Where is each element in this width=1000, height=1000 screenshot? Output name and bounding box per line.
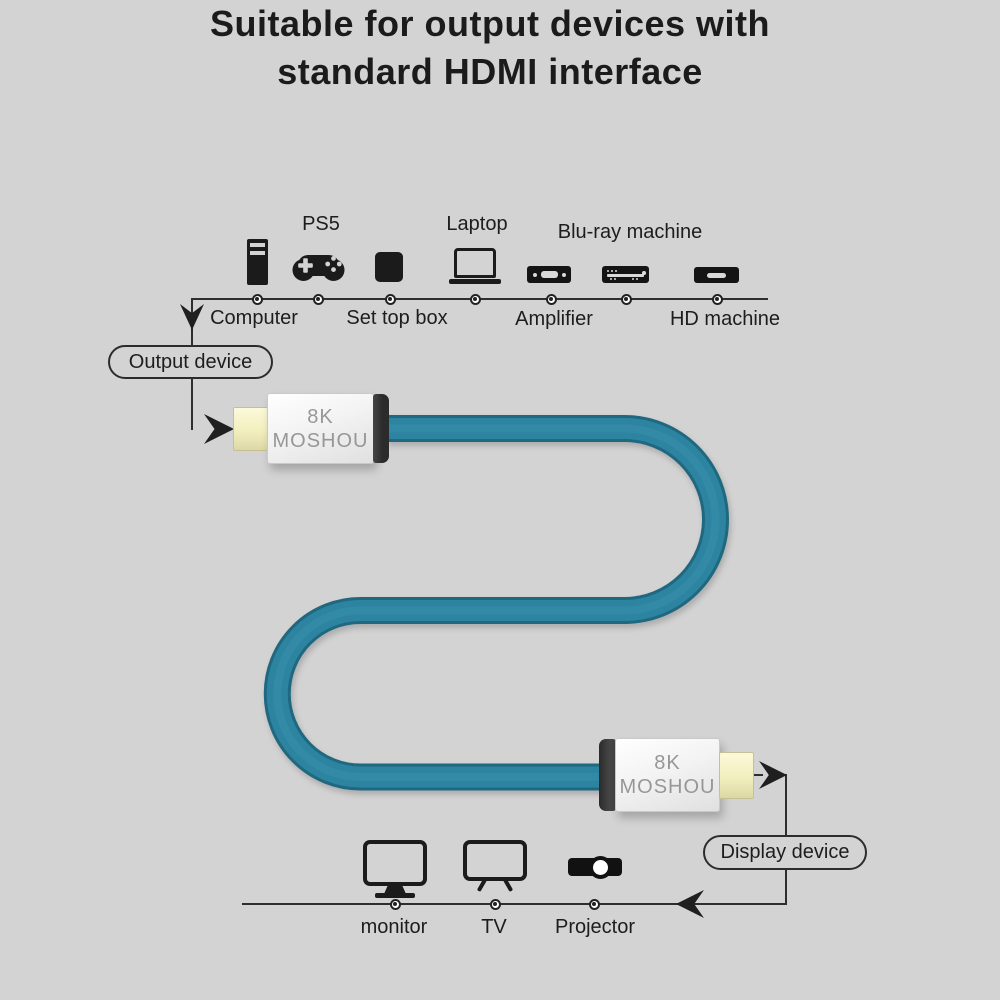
connector-brand-line1: 8K	[307, 405, 334, 428]
display-device-pill-label: Display device	[720, 841, 850, 863]
hdmi-connector-bottom: 8K MOSHOU	[599, 738, 754, 812]
title-line-1: Suitable for output devices with	[209, 3, 771, 44]
connector-brand-line1: 8K	[654, 752, 681, 774]
projector-icon	[568, 856, 622, 879]
output-device-pill-label: Output device	[128, 350, 253, 373]
blu-ray-machine-icon	[602, 266, 649, 283]
label-ps5: PS5	[302, 213, 340, 235]
connector-body: 8K MOSHOU	[615, 738, 720, 812]
cable-highlight	[273, 424, 720, 781]
hdmi-plug	[719, 752, 754, 799]
label-amplifier: Amplifier	[515, 308, 593, 330]
computer-tower-icon	[247, 239, 268, 285]
monitor-icon	[363, 840, 427, 898]
label-projector: Projector	[554, 916, 636, 938]
connection-dot	[489, 898, 501, 910]
tv-icon	[463, 840, 527, 896]
connector-brand-line2: MOSHOU	[619, 776, 716, 798]
connection-dot	[711, 293, 723, 305]
label-computer: Computer	[210, 307, 298, 329]
hdmi-plug	[233, 407, 269, 451]
connector-cap	[373, 394, 389, 463]
label-monitor: monitor	[360, 916, 428, 938]
cable-core	[266, 418, 726, 788]
label-hd-machine: HD machine	[669, 308, 781, 330]
laptop-icon	[449, 248, 501, 285]
set-top-box-icon	[375, 252, 403, 282]
connector-body: 8K MOSHOU	[267, 393, 374, 464]
connection-dot	[251, 293, 263, 305]
connector-brand-line2: MOSHOU	[272, 429, 369, 452]
label-laptop: Laptop	[446, 213, 508, 235]
connection-dot	[588, 898, 600, 910]
label-set-top-box: Set top box	[346, 307, 448, 329]
game-controller-icon	[292, 255, 345, 281]
connection-dot	[312, 293, 324, 305]
display-devices-line	[242, 903, 787, 905]
connection-dot	[620, 293, 632, 305]
connector-cap	[599, 739, 616, 811]
hdmi-connector-top: 8K MOSHOU	[233, 393, 389, 464]
connection-dot	[384, 293, 396, 305]
output-flow-line-vertical-2	[191, 378, 193, 430]
display-flow-line-horizontal	[750, 774, 763, 776]
title-line-2: standard HDMI interface	[277, 51, 703, 92]
output-device-pill: Output device	[108, 345, 273, 379]
page-title: Suitable for output devices with standar…	[0, 0, 980, 96]
connection-dot	[389, 898, 401, 910]
label-tv: TV	[481, 916, 507, 938]
label-bluray-machine: Blu-ray machine	[557, 221, 703, 243]
amplifier-icon	[527, 266, 571, 283]
connection-dot	[545, 293, 557, 305]
hd-machine-icon	[694, 267, 739, 283]
display-device-pill: Display device	[703, 835, 867, 870]
connection-dot	[469, 293, 481, 305]
